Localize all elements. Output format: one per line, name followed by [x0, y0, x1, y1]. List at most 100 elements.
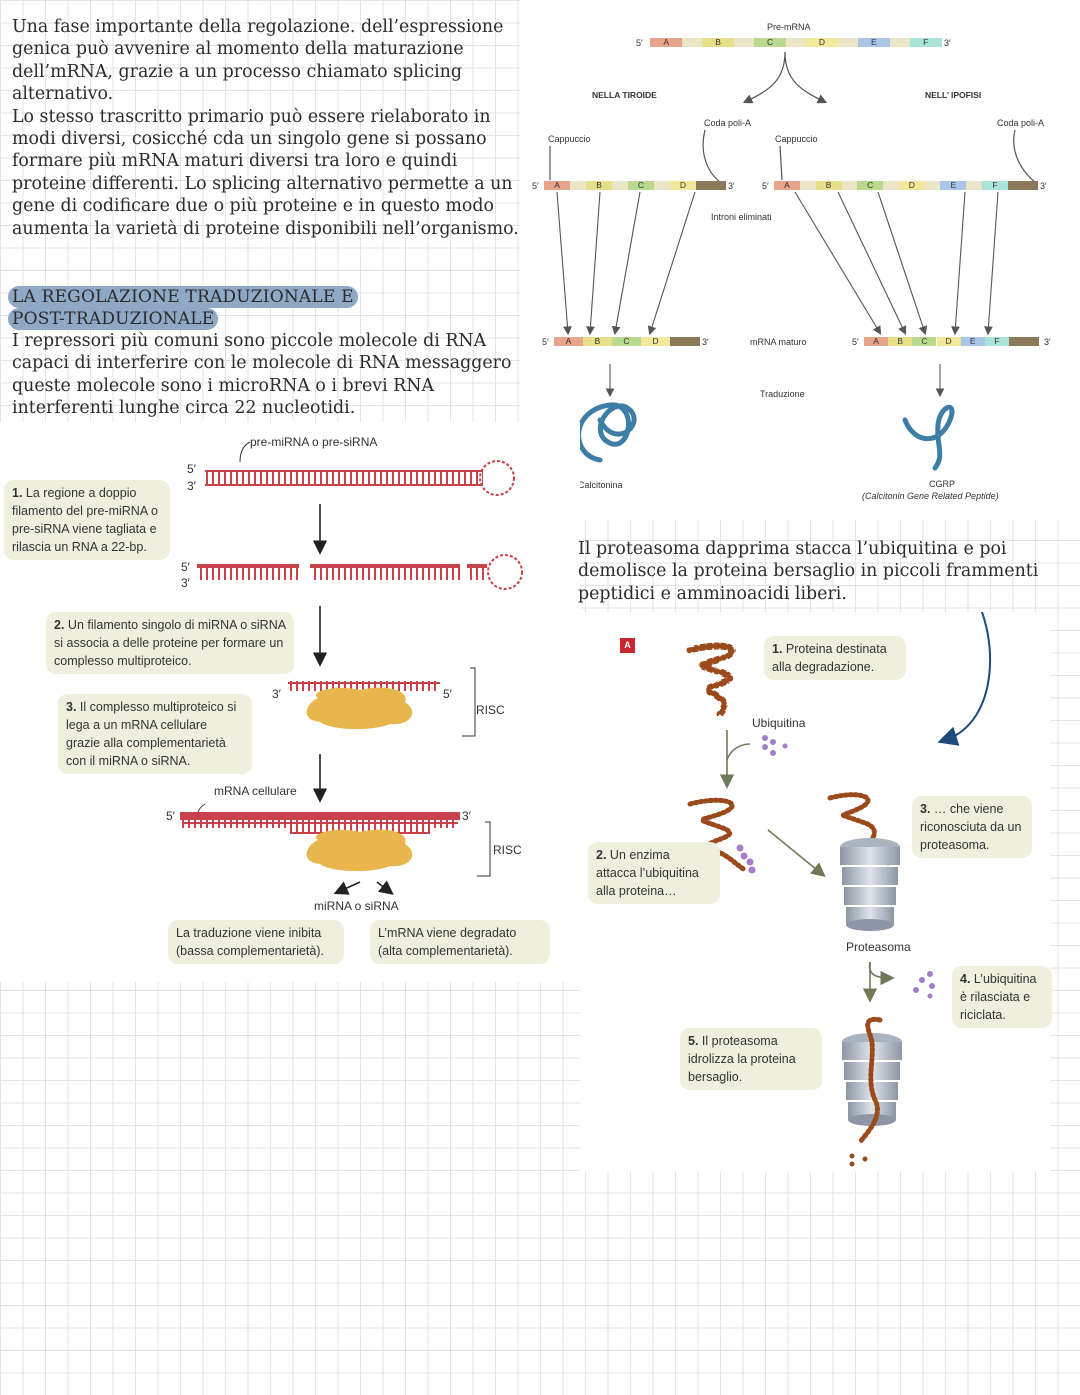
- intro-paragraph-1: Una fase importante della regolazione. d…: [12, 17, 504, 105]
- step3-number: 3.: [66, 700, 77, 714]
- exon-e: E: [960, 337, 985, 346]
- mirna-step-3: 3. Il complesso multiproteico si lega a …: [58, 694, 252, 774]
- maturo-tiroide-3: 3′: [702, 337, 709, 347]
- section-heading: LA REGOLAZIONE TRADUZIONALE E POST-TRADU…: [8, 286, 358, 330]
- ipofisi-label: NELL’ IPOFISI: [925, 90, 982, 100]
- intro-text: Una fase importante della regolazione. d…: [12, 16, 537, 240]
- exon-a: A: [544, 181, 571, 190]
- mirna-step-1: 1. La regione a doppio filamento del pre…: [4, 480, 170, 560]
- s3-text: … che viene riconosciuta da un proteasom…: [920, 802, 1022, 852]
- risc-three: 3′: [272, 687, 281, 701]
- poly-a-tail: [1009, 337, 1039, 346]
- proteasome-step-1: 1. Proteina destinata alla degradazione.: [764, 636, 906, 680]
- maturo-ipofisi-5: 5′: [852, 337, 859, 347]
- cappuccio-tiroide: Cappuccio: [548, 134, 591, 144]
- exon-b: B: [888, 337, 913, 346]
- maturo-ipofisi-3: 3′: [1044, 337, 1051, 347]
- intron: [654, 181, 670, 190]
- intron: [612, 181, 628, 190]
- exon-d: D: [805, 38, 839, 47]
- intron: [786, 38, 806, 47]
- step1-text: La regione a doppio filamento del pre-mi…: [12, 486, 158, 554]
- proteasome-barrel-1: [840, 838, 900, 931]
- exon-b: B: [701, 38, 735, 47]
- exon-d: D: [641, 337, 670, 346]
- intron: [570, 181, 586, 190]
- proteasoma-text: Il proteasoma dapprima stacca l’ubiquiti…: [578, 539, 1039, 604]
- intron: [890, 38, 910, 47]
- pre-mrna-strand: A B C D E F: [650, 38, 942, 47]
- calcitonina-protein: [576, 402, 637, 463]
- risc-five: 5′: [443, 687, 452, 701]
- exon-a: A: [864, 337, 889, 346]
- pre-five: 5′: [187, 462, 196, 476]
- intron: [800, 181, 816, 190]
- proteasome-step-2: 2. Un enzima attacca l’ubiquitina alla p…: [588, 842, 720, 904]
- tiroide-5-label: 5′: [532, 181, 539, 191]
- exon-d: D: [898, 181, 925, 190]
- exon-d: D: [936, 337, 961, 346]
- tiroide-label: NELLA TIROIDE: [592, 90, 657, 100]
- intron: [682, 38, 702, 47]
- exon-e: E: [940, 181, 967, 190]
- ipofisi-5-label: 5′: [762, 181, 769, 191]
- exon-b: B: [583, 337, 612, 346]
- mirna-drawing: [180, 441, 523, 895]
- cell-five: 5′: [166, 809, 175, 823]
- exon-a: A: [774, 181, 800, 190]
- s4-number: 4.: [960, 972, 971, 986]
- cgrp-label: CGRP: [929, 479, 956, 489]
- intron: [924, 181, 941, 190]
- intron: [734, 38, 754, 47]
- exon-b: B: [815, 181, 842, 190]
- ubiquitina-label: Ubiquitina: [752, 716, 806, 730]
- s5-text: Il proteasoma idrolizza la proteina bers…: [688, 1034, 796, 1084]
- exon-f: F: [909, 38, 942, 47]
- traduzione-label: Traduzione: [760, 389, 805, 399]
- mrna-maturo-label: mRNA maturo: [750, 337, 807, 347]
- exon-a: A: [554, 337, 583, 346]
- exon-b: B: [585, 181, 613, 190]
- poly-a-tail: [1008, 181, 1038, 190]
- s3-number: 3.: [920, 802, 931, 816]
- intron: [883, 181, 899, 190]
- s2-number: 2.: [596, 848, 607, 862]
- exon-e: E: [857, 38, 891, 47]
- poly-a-tail: [670, 337, 700, 346]
- cut-three: 3′: [181, 576, 190, 590]
- exon-c: C: [857, 181, 884, 190]
- proteasoma-label: Proteasoma: [846, 940, 911, 954]
- step1-number: 1.: [12, 486, 23, 500]
- heading-line-2: POST-TRADUZIONALE: [8, 308, 219, 330]
- coda-poli-a-tiroide: Coda poli-A: [704, 118, 752, 128]
- exon-d: D: [669, 181, 696, 190]
- cut-five: 5′: [181, 560, 190, 574]
- coda-poli-a-ipofisi: Coda poli-A: [997, 118, 1045, 128]
- pre-mrna-3-label: 3′: [944, 38, 951, 48]
- mirna-step-2: 2. Un filamento singolo di miRNA o siRNA…: [46, 612, 294, 674]
- exon-a: A: [650, 38, 683, 47]
- maturo-tiroide-5: 5′: [542, 337, 549, 347]
- pre-mrna-5-label: 5′: [636, 38, 643, 48]
- ipofisi-strand: A B C D E F: [774, 181, 1038, 190]
- intron: [966, 181, 982, 190]
- risc-label-2: RISC: [493, 843, 522, 857]
- s1-text: Proteina destinata alla degradazione.: [772, 642, 887, 674]
- step2-text: Un filamento singolo di miRNA o siRNA si…: [54, 618, 286, 668]
- proteasome-step-5: 5. Il proteasoma idrolizza la proteina b…: [680, 1028, 822, 1090]
- ipofisi-3-label: 3′: [1040, 181, 1047, 191]
- exon-c: C: [753, 38, 787, 47]
- exon-f: F: [982, 181, 1008, 190]
- cgrp-protein: [902, 405, 955, 471]
- exon-f: F: [984, 337, 1009, 346]
- tiroide-3-label: 3′: [728, 181, 735, 191]
- degradato-note: L’mRNA viene degradato (alta complementa…: [370, 920, 550, 964]
- intro-paragraph-2: Lo stesso trascritto primario può essere…: [12, 106, 519, 239]
- cgrp-full-label: (Calcitonin Gene Related Peptide): [862, 491, 999, 501]
- proteasome-step-4: 4. L’ubiquitina è rilasciata e riciclata…: [952, 966, 1052, 1028]
- mirna-diagram: pre-miRNA o pre-siRNA 5′ 3′ 5′ 3′ 1. La …: [0, 422, 580, 982]
